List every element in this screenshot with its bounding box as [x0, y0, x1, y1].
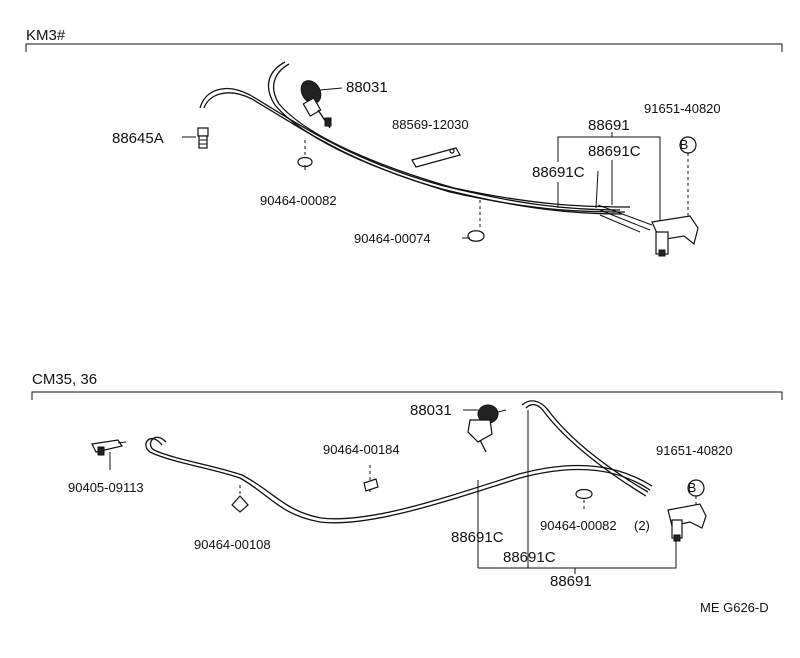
valve-88031-icon	[300, 80, 343, 129]
label-88691C-bottom-a: 88691C	[451, 529, 504, 546]
label-90464-00082-top: 90464-00082	[260, 193, 337, 208]
callout-b-bottom: B	[688, 480, 697, 495]
clip-90464-00074-icon	[462, 200, 485, 242]
label-88691C-bottom-b: 88691C	[503, 549, 556, 566]
section-bracket-km3	[25, 43, 783, 52]
label-88691C-top-a: 88691C	[588, 143, 641, 160]
label-91651-40820-top: 91651-40820	[644, 101, 721, 116]
section-cm35-36: CM35, 36 88031 90405-09113	[31, 371, 783, 590]
label-90464-00074: 90464-00074	[354, 231, 431, 246]
label-88031-bottom: 88031	[410, 402, 452, 419]
valve-88031-bottom-icon	[463, 404, 507, 453]
label-90405-09113: 90405-09113	[68, 480, 144, 495]
clip-90464-00108-icon	[231, 485, 249, 513]
section-km3: KM3# 88645A 88031	[25, 27, 783, 257]
cable-assembly-88691	[199, 61, 653, 233]
section-heading-cm35-36: CM35, 36	[32, 371, 97, 388]
cable-assembly-88691-bottom	[145, 400, 653, 524]
clip-90464-00184-icon	[363, 465, 379, 495]
label-88691-bottom: 88691	[550, 573, 592, 590]
label-90464-00108: 90464-00108	[194, 537, 271, 552]
label-88691C-top-b: 88691C	[532, 164, 585, 181]
clip-90464-00082-bottom-icon	[575, 488, 593, 512]
fitting-91651-bottom-icon	[667, 479, 707, 542]
leader-88691-top	[557, 132, 661, 228]
strap-88569-icon	[411, 147, 461, 168]
fitting-91651-icon	[651, 136, 699, 257]
section-bracket-cm35-36	[31, 391, 783, 400]
diagram-code: ME G626-D	[700, 600, 769, 615]
clip-90464-00082-icon	[297, 140, 313, 170]
callout-b-top: B	[680, 137, 689, 152]
leader-88691-bottom	[477, 410, 677, 574]
label-91651-40820-bottom: 91651-40820	[656, 443, 733, 458]
section-heading-km3: KM3#	[26, 27, 66, 44]
label-88645A: 88645A	[112, 130, 164, 147]
label-90464-00082-bottom: 90464-00082	[540, 518, 617, 533]
label-90464-00184: 90464-00184	[323, 442, 400, 457]
connector-90405-icon	[91, 439, 127, 470]
label-88031-top: 88031	[346, 79, 388, 96]
label-88569-12030: 88569-12030	[392, 117, 469, 132]
label-quantity-2: (2)	[634, 518, 650, 533]
bolt-88645A-icon	[182, 127, 209, 149]
label-88691-top: 88691	[588, 117, 630, 134]
